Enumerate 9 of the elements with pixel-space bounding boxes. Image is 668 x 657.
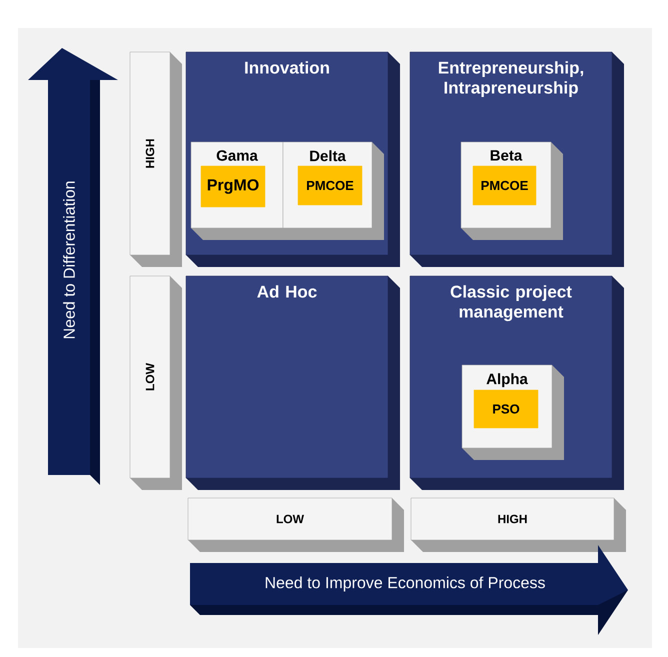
axis-level-box: LOW <box>188 498 404 552</box>
label-tag: PrgMO <box>200 166 266 208</box>
label-tag: PSO <box>474 390 538 428</box>
axis-level-box: HIGH <box>410 498 626 552</box>
label-tag: PMCOE <box>298 166 362 206</box>
quadrant-box: Ad Hoc <box>186 276 400 490</box>
axis-level-box: HIGH <box>130 52 182 267</box>
label-tag: PMCOE <box>472 166 536 206</box>
axis-level-box: LOW <box>130 276 182 490</box>
